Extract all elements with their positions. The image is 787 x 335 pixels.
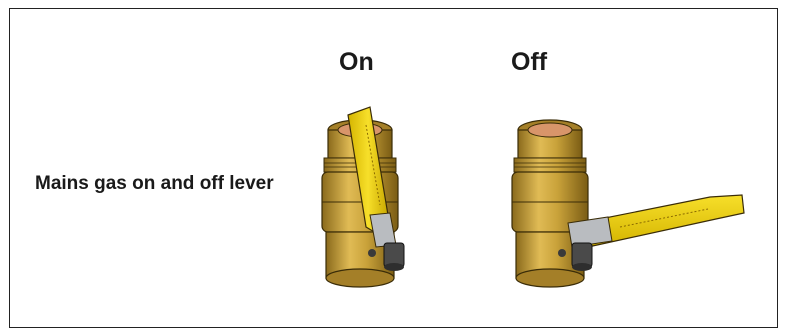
gas-valve-on-icon xyxy=(300,95,440,305)
on-label: On xyxy=(339,48,374,77)
caption: Mains gas on and off lever xyxy=(35,170,285,198)
off-label: Off xyxy=(511,48,547,77)
gas-valve-off-icon xyxy=(480,95,750,305)
